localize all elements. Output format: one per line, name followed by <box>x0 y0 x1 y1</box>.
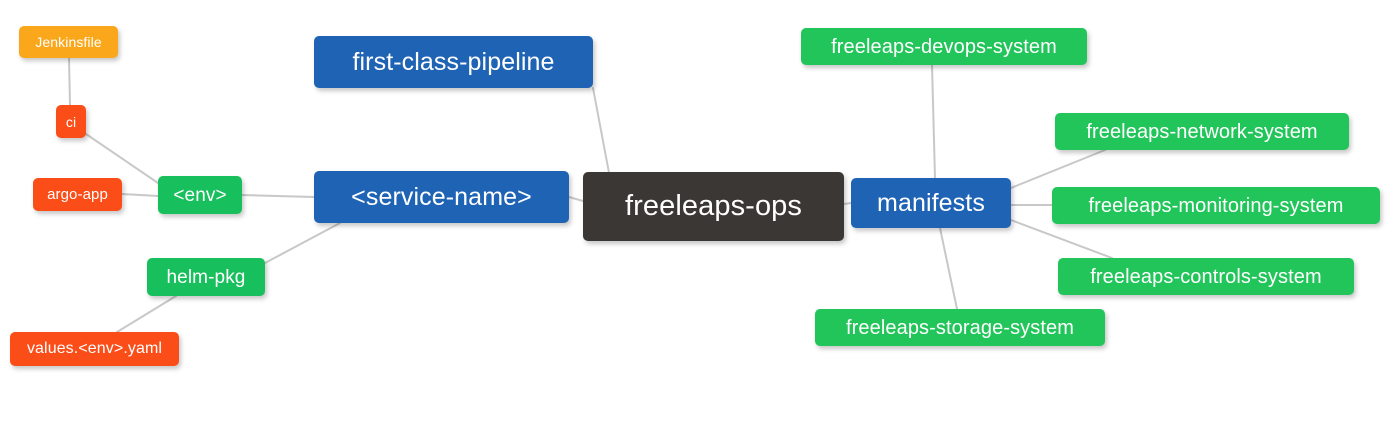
node-label: argo-app <box>47 186 108 203</box>
node-pipeline[interactable]: first-class-pipeline <box>314 36 593 88</box>
node-label: helm-pkg <box>166 266 246 288</box>
edge-helmpkg-to-valuesyaml <box>116 295 177 333</box>
node-label: freeleaps-ops <box>624 190 802 222</box>
node-devops[interactable]: freeleaps-devops-system <box>801 28 1087 65</box>
node-label: manifests <box>877 188 985 217</box>
node-helmpkg[interactable]: helm-pkg <box>147 258 265 296</box>
edge-ci-to-jenkinsfile <box>68 57 71 106</box>
node-label: freeleaps-monitoring-system <box>1088 194 1344 217</box>
node-service[interactable]: <service-name> <box>314 171 569 223</box>
edge-root-to-service <box>568 196 584 202</box>
node-label: <env> <box>173 184 227 206</box>
node-valuesyaml[interactable]: values.<env>.yaml <box>10 332 179 366</box>
edge-manifests-to-devops <box>931 64 936 179</box>
node-label: freeleaps-network-system <box>1086 120 1318 143</box>
node-root[interactable]: freeleaps-ops <box>583 172 844 241</box>
node-controls[interactable]: freeleaps-controls-system <box>1058 258 1354 295</box>
edge-root-to-manifests <box>843 202 852 205</box>
edge-root-to-pipeline <box>592 87 611 179</box>
edge-env-to-ci <box>85 133 159 184</box>
node-ci[interactable]: ci <box>56 105 86 138</box>
node-monitoring[interactable]: freeleaps-monitoring-system <box>1052 187 1380 224</box>
node-label: <service-name> <box>351 182 532 211</box>
node-label: freeleaps-controls-system <box>1090 265 1322 288</box>
node-label: first-class-pipeline <box>352 47 555 76</box>
edge-service-to-env <box>241 194 315 198</box>
node-network[interactable]: freeleaps-network-system <box>1055 113 1349 150</box>
node-storage[interactable]: freeleaps-storage-system <box>815 309 1105 346</box>
node-label: freeleaps-storage-system <box>845 316 1075 339</box>
node-label: ci <box>65 113 77 130</box>
node-label: freeleaps-devops-system <box>831 35 1057 58</box>
edge-manifests-to-storage <box>939 227 958 310</box>
node-jenkinsfile[interactable]: Jenkinsfile <box>19 26 118 58</box>
node-manifests[interactable]: manifests <box>851 178 1011 228</box>
node-argoapp[interactable]: argo-app <box>33 178 122 211</box>
node-label: values.<env>.yaml <box>26 340 163 357</box>
node-env[interactable]: <env> <box>158 176 242 214</box>
node-label: Jenkinsfile <box>35 34 102 50</box>
edge-manifests-to-network <box>1010 149 1106 189</box>
edge-env-to-argoapp <box>121 193 159 197</box>
edge-manifests-to-controls <box>1010 219 1113 259</box>
edge-service-to-helmpkg <box>264 222 341 264</box>
